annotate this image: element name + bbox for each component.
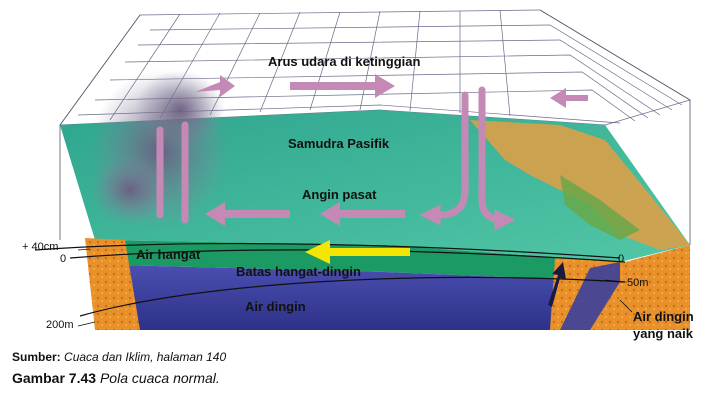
left-rock-edge [85,238,140,330]
land-mass [470,120,690,250]
depth-zero-left: 0 [60,253,66,265]
upwelling-arrow [548,262,566,307]
leader-lines [77,248,633,327]
label-upwelling-1: Air dingin [633,309,694,324]
warm-water-arrow [305,240,410,264]
land-green [560,175,640,240]
depth-plus-40cm: + 40cm [22,241,58,253]
source-label: Sumber: [12,350,61,364]
upper-air-arrows [195,74,588,108]
trade-wind-arrows [205,202,405,226]
figure-label: Gambar 7.43 [12,370,97,386]
right-cold-edge [560,262,620,330]
figure-text: Pola cuaca normal. [99,370,220,386]
cold-water-layer [115,265,620,330]
label-warm-water: Air hangat [136,247,201,262]
label-thermocline: Batas hangat-dingin [236,264,361,279]
depth-50m: 50m [627,277,648,289]
depth-200m: 200m [46,319,74,331]
source-text: Cuaca dan Iklim, halaman 140 [64,350,227,364]
ocean-atmosphere-diagram: Arus udara di ketinggian Samudra Pasifik… [22,9,694,341]
label-pacific-ocean: Samudra Pasifik [288,136,390,151]
vertical-air-arrows [156,86,516,231]
depth-zero-right: 0 [618,253,624,265]
label-cold-water: Air dingin [245,299,306,314]
source-caption: Sumber: Cuaca dan Iklim, halaman 140 [12,350,226,364]
label-upwelling-2: yang naik [633,326,694,341]
figure-caption: Gambar 7.43 Pola cuaca normal. [12,370,220,386]
label-trade-winds: Angin pasat [302,187,377,202]
label-upper-air-current: Arus udara di ketinggian [268,54,420,69]
